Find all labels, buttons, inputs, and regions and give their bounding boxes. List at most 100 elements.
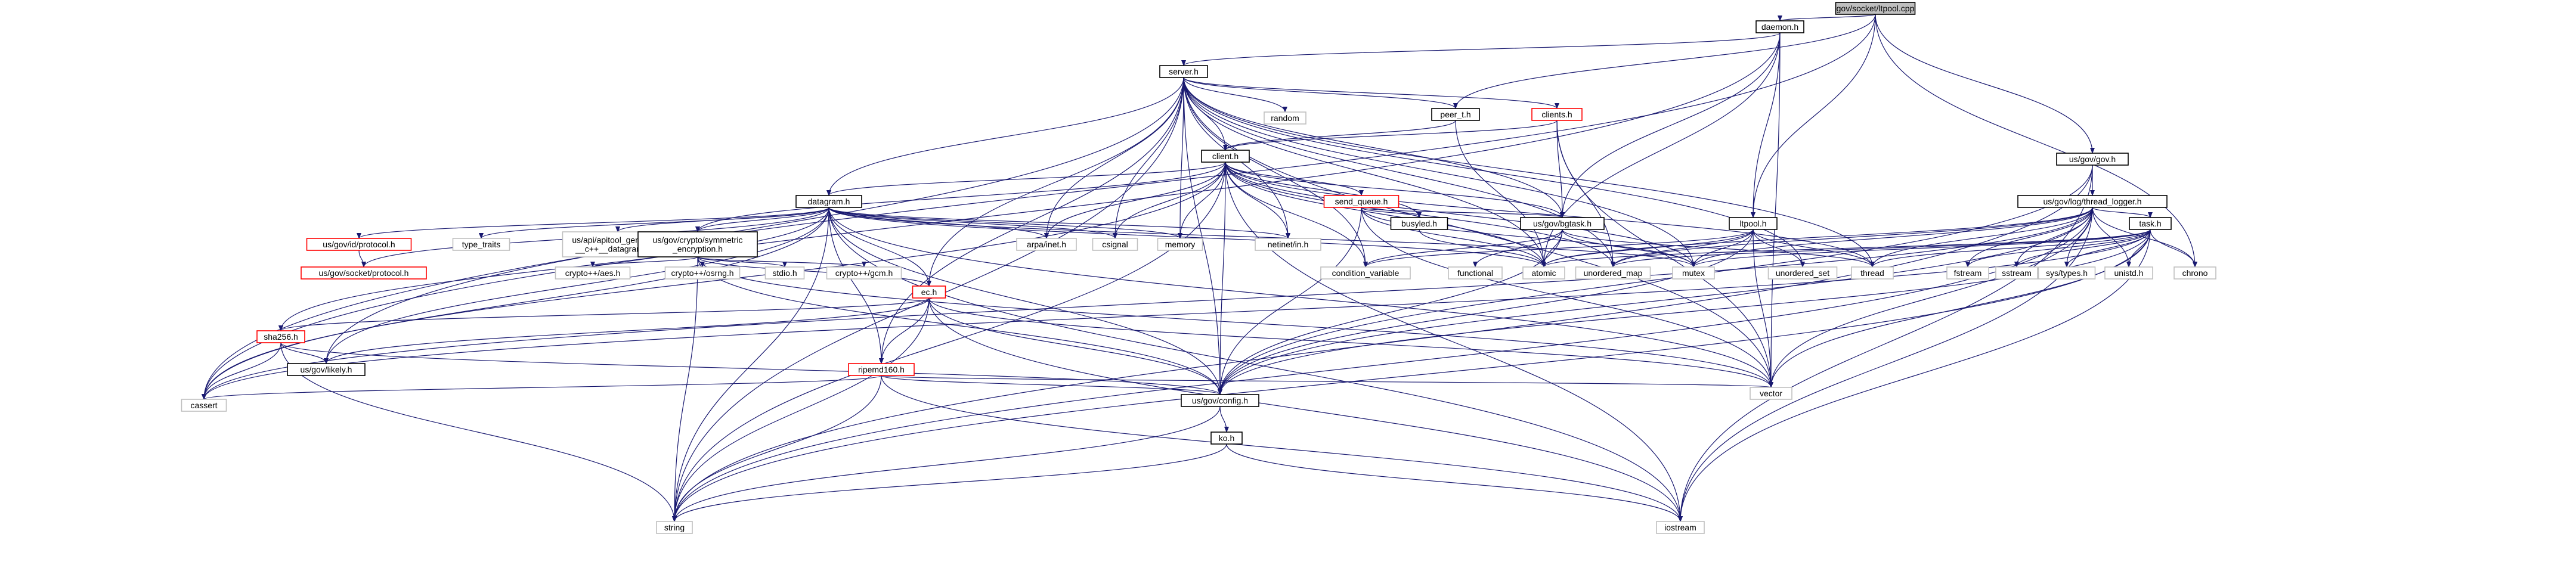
node-box-usgovgov [2056, 153, 2129, 166]
edge-usgovgov-to-iostream [1678, 164, 2093, 522]
edge-task-to-sstream [2014, 229, 2151, 268]
node-label-fqtask: us/gov/bgtask.h [1533, 219, 1592, 228]
node-clients[interactable]: clients.h [1531, 108, 1583, 121]
node-type-traits: type_traits [452, 238, 510, 251]
node-box-ko [1210, 431, 1243, 445]
node-label-busyled: busyled.h [1401, 219, 1437, 228]
node-ko[interactable]: ko.h [1210, 431, 1243, 445]
edge-client-to-cassert [202, 162, 1226, 400]
node-sockprotocol[interactable]: us/gov/socket/protocol.h [301, 266, 427, 280]
node-box-send-queue [1323, 195, 1400, 208]
edge-ec-to-iostream [928, 297, 1683, 522]
edge-peer_t-to-client [1223, 120, 1456, 151]
node-ec[interactable]: ec.h [912, 285, 946, 299]
edge-fqtask-to-condvar [1363, 229, 1563, 268]
node-label-ltpool: ltpool.h [1739, 219, 1766, 228]
node-usgovgov[interactable]: us/gov/gov.h [2056, 153, 2129, 166]
node-label-ko: ko.h [1219, 433, 1234, 443]
node-box-fstream [1946, 266, 1989, 280]
node-string: string [656, 521, 693, 534]
edge-send_queue-to-config [1218, 207, 1362, 395]
node-box-cryptoosrng [664, 266, 741, 280]
node-box-sockprotocol [301, 266, 427, 280]
node-label-fstream: fstream [1954, 268, 1982, 278]
node-label-mutex: mutex [1682, 268, 1705, 278]
edge-sha256-to-cassert [202, 342, 281, 400]
node-label-unistd: unistd.h [2114, 268, 2143, 278]
edge-sha256-to-likely [280, 342, 329, 364]
node-ltpool[interactable]: ltpool.h [1729, 217, 1778, 230]
edge-ltpool-to-config [1218, 229, 1754, 395]
edge-datagram-to-csignal [828, 207, 1117, 239]
node-box-peer-t [1431, 108, 1480, 121]
edge-client-to-netinet [1225, 162, 1290, 239]
edge-datagram-to-atomic [828, 207, 1546, 268]
edge-server-to-random [1183, 77, 1287, 113]
node-label-csignal: csignal [1102, 240, 1128, 249]
node-symenc[interactable]: us/gov/crypto/symmetric_encryption.h [637, 231, 758, 257]
node-idprotocol[interactable]: us/gov/id/protocol.h [306, 238, 412, 251]
node-peer-t[interactable]: peer_t.h [1431, 108, 1480, 121]
node-busyled[interactable]: busyled.h [1390, 217, 1448, 230]
node-server[interactable]: server.h [1159, 65, 1208, 78]
node-label-sha256: sha256.h [264, 332, 298, 342]
node-likely[interactable]: us/gov/likely.h [287, 363, 366, 376]
node-datagram[interactable]: datagram.h [795, 195, 862, 208]
node-sstream: sstream [1995, 266, 2038, 280]
edge-idprotocol-to-sockprotocol [358, 250, 366, 268]
edge-send_queue-to-atomic [1361, 207, 1546, 268]
node-config[interactable]: us/gov/config.h [1181, 394, 1259, 407]
edge-fqtask-to-thread [1562, 229, 1875, 268]
node-root[interactable]: gov/socket/ltpool.cpp [1835, 2, 1916, 15]
node-ripemd[interactable]: ripemd160.h [848, 363, 915, 376]
edge-client-to-memory [1178, 162, 1226, 239]
node-box-iostream [1656, 521, 1705, 534]
edge-root-to-likely [324, 14, 1876, 364]
edge-root-to-chrono [1875, 14, 2197, 268]
node-daemon[interactable]: daemon.h [1755, 20, 1804, 33]
edge-server-to-atomic [1183, 77, 1546, 268]
edge-task-to-vector [1769, 229, 2151, 388]
node-stdio: stdio.h [764, 266, 805, 280]
edge-client-to-arpa [1044, 162, 1226, 239]
edge-client-to-thread [1225, 162, 1875, 268]
node-label-likely: us/gov/likely.h [301, 365, 352, 374]
node-task[interactable]: task.h [2129, 217, 2172, 230]
node-label-type-traits: type_traits [462, 240, 501, 249]
node-box-ripemd [848, 363, 915, 376]
node-box-atomic [1522, 266, 1565, 280]
edge-task-to-iostream [1678, 229, 2151, 522]
edge-server-to-mutex [1183, 77, 1696, 268]
node-label-systypes: sys/types.h [2046, 268, 2088, 278]
node-label-cryptoosrng: crypto++/osrng.h [671, 268, 733, 278]
node-sha256[interactable]: sha256.h [256, 330, 305, 343]
node-label-random: random [1271, 113, 1299, 123]
node-box-memory [1157, 238, 1203, 251]
node-box-systypes [2038, 266, 2096, 280]
edge-datagram-to-idprotocol [357, 207, 829, 239]
node-thread: thread [1851, 266, 1894, 280]
edge-datagram-to-cassert [202, 207, 829, 400]
edge-ltpool-to-thread [1753, 229, 1875, 268]
node-box-string [656, 521, 693, 534]
node-box-sstream [1995, 266, 2038, 280]
node-box-daemon [1755, 20, 1804, 33]
node-thread-logger[interactable]: us/gov/log/thread_logger.h [2017, 195, 2168, 208]
edge-client-to-string [672, 162, 1226, 522]
node-fqtask[interactable]: us/gov/bgtask.h [1520, 217, 1605, 230]
edge-ec-to-sha256 [278, 297, 930, 331]
edge-task-to-atomic [1541, 229, 2151, 268]
edge-ec-to-ripemd [879, 297, 930, 364]
edge-send_queue-to-fqtask [1361, 207, 1565, 218]
edge-datagram-to-ec [828, 207, 931, 287]
node-unordered-set: unordered_set [1767, 266, 1838, 280]
node-client[interactable]: client.h [1201, 150, 1250, 163]
node-label-sstream: sstream [2002, 268, 2032, 278]
node-chrono: chrono [2174, 266, 2216, 280]
edge-send_queue-to-busyled [1361, 207, 1422, 218]
edge-usgovgov-to-config [1218, 164, 2093, 395]
edge-ltpool-to-mutex [1691, 229, 1754, 268]
node-send-queue[interactable]: send_queue.h [1323, 195, 1400, 208]
edge-root-to-usgovgov [1875, 14, 2095, 154]
edge-server-to-unordered_map [1183, 77, 1615, 268]
